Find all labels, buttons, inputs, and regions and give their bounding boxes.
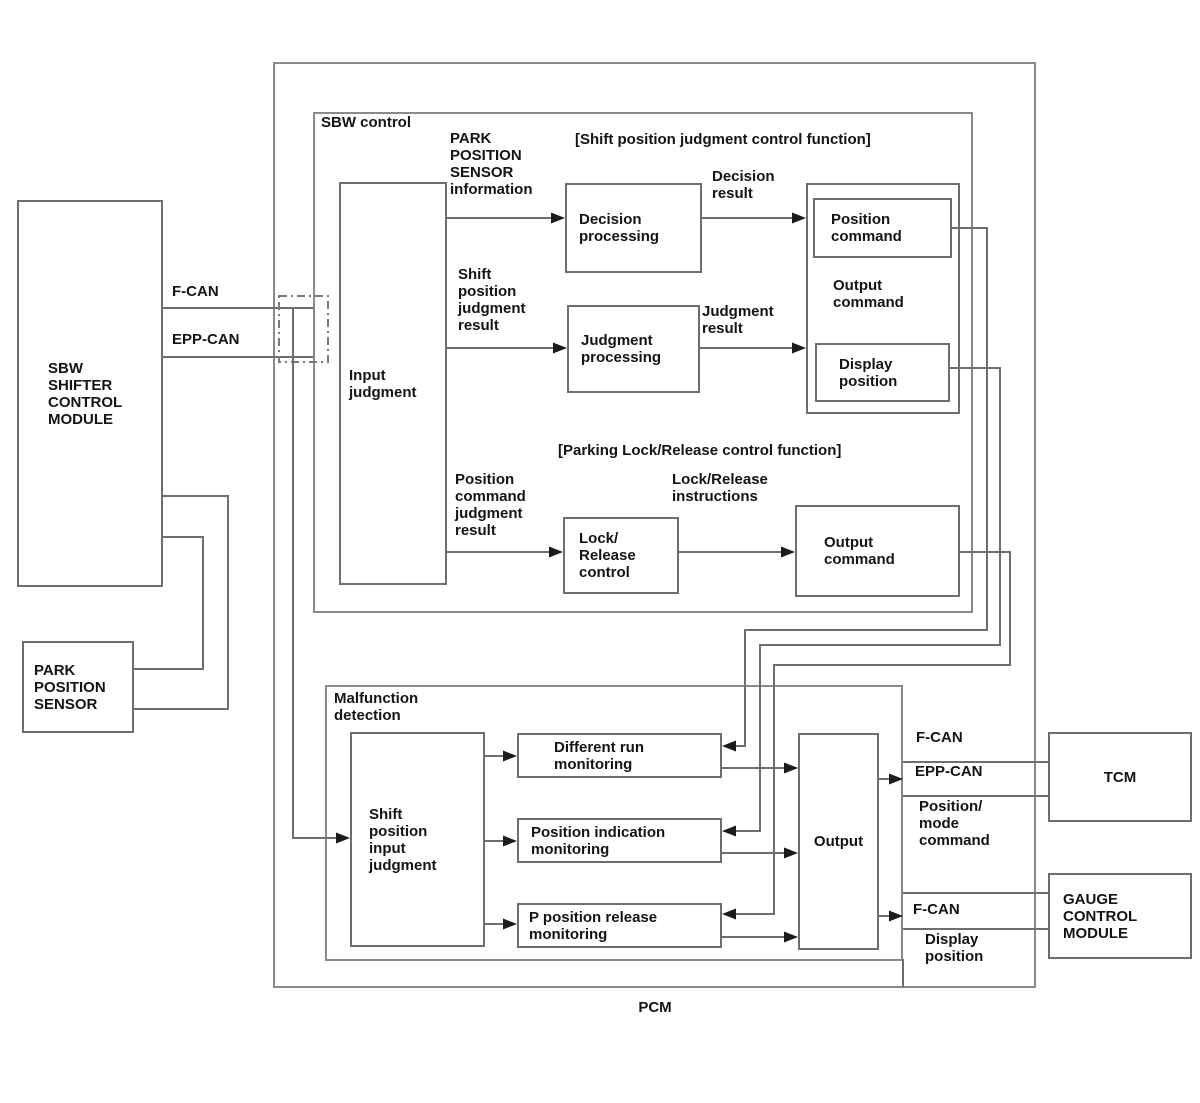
position-command-judgment-result-label: Position command judgment result (455, 471, 526, 539)
position-mode-command-label: Position/ mode command (919, 798, 990, 849)
display-position-label: Display position (839, 355, 898, 390)
epp-can-left-label: EPP-CAN (172, 331, 240, 348)
lock-release-control-box: Lock/ Release control (563, 517, 679, 594)
gauge-control-module-label: GAUGE CONTROL MODULE (1063, 890, 1138, 942)
output-command-parking-label: Output command (824, 534, 895, 568)
park-position-sensor-label: PARK POSITION SENSOR (34, 661, 106, 713)
p-position-release-monitoring-label: P position release monitoring (529, 908, 658, 943)
judgment-processing-box: Judgment processing (567, 305, 700, 393)
epp-can-tcm-label: EPP-CAN (915, 763, 983, 780)
decision-result-label: Decision result (712, 168, 775, 202)
shift-position-input-judgment-box: Shift position input judgment (350, 732, 485, 947)
sbw-control-title: SBW control (321, 114, 411, 131)
different-run-monitoring-label: Different run monitoring (554, 738, 644, 773)
sbw-shifter-control-module-box: SBW SHIFTER CONTROL MODULE (17, 200, 163, 587)
input-judgment-box: Input judgment (339, 182, 447, 585)
gauge-control-module-box: GAUGE CONTROL MODULE (1048, 873, 1192, 959)
output-box: Output (798, 733, 879, 950)
display-position-box: Display position (815, 343, 950, 402)
pcm-container-box (273, 62, 1036, 988)
tcm-box: TCM (1048, 732, 1192, 822)
p-position-release-monitoring-box: P position release monitoring (517, 903, 722, 948)
pcm-title: PCM (638, 999, 672, 1016)
f-can-gauge-label: F-CAN (913, 901, 960, 918)
display-position-gauge-label: Display position (925, 931, 984, 965)
f-can-tcm-label: F-CAN (916, 729, 963, 746)
shift-position-input-judgment-label: Shift position input judgment (369, 805, 437, 874)
judgment-result-label: Judgment result (702, 303, 774, 337)
position-indication-monitoring-box: Position indication monitoring (517, 818, 722, 863)
park-position-sensor-box: PARK POSITION SENSOR (22, 641, 134, 733)
tcm-label: TCM (1103, 768, 1137, 786)
shift-position-judgment-function-header: [Shift position judgment control functio… (575, 131, 871, 148)
decision-processing-label: Decision processing (579, 211, 660, 245)
lock-release-control-label: Lock/ Release control (579, 530, 636, 581)
lock-release-instructions-label: Lock/Release instructions (672, 471, 768, 505)
input-judgment-label: Input judgment (349, 366, 417, 401)
output-label: Output (813, 833, 864, 850)
position-command-label: Position command (831, 211, 902, 245)
sbw-shifter-control-module-label: SBW SHIFTER CONTROL MODULE (48, 359, 123, 428)
shift-position-judgment-result-label: Shift position judgment result (458, 266, 526, 334)
f-can-left-label: F-CAN (172, 283, 219, 300)
position-command-box: Position command (813, 198, 952, 258)
position-indication-monitoring-label: Position indication monitoring (531, 823, 666, 858)
malfunction-detection-title: Malfunction detection (334, 690, 419, 724)
output-command-group-label: Output command (833, 277, 904, 311)
decision-processing-box: Decision processing (565, 183, 702, 273)
parking-lock-release-function-header: [Parking Lock/Release control function] (558, 442, 842, 459)
park-position-sensor-information-label: PARK POSITION SENSOR information (450, 130, 533, 198)
different-run-monitoring-box: Different run monitoring (517, 733, 722, 778)
judgment-processing-label: Judgment processing (581, 332, 662, 366)
output-command-parking-box: Output command (795, 505, 960, 597)
